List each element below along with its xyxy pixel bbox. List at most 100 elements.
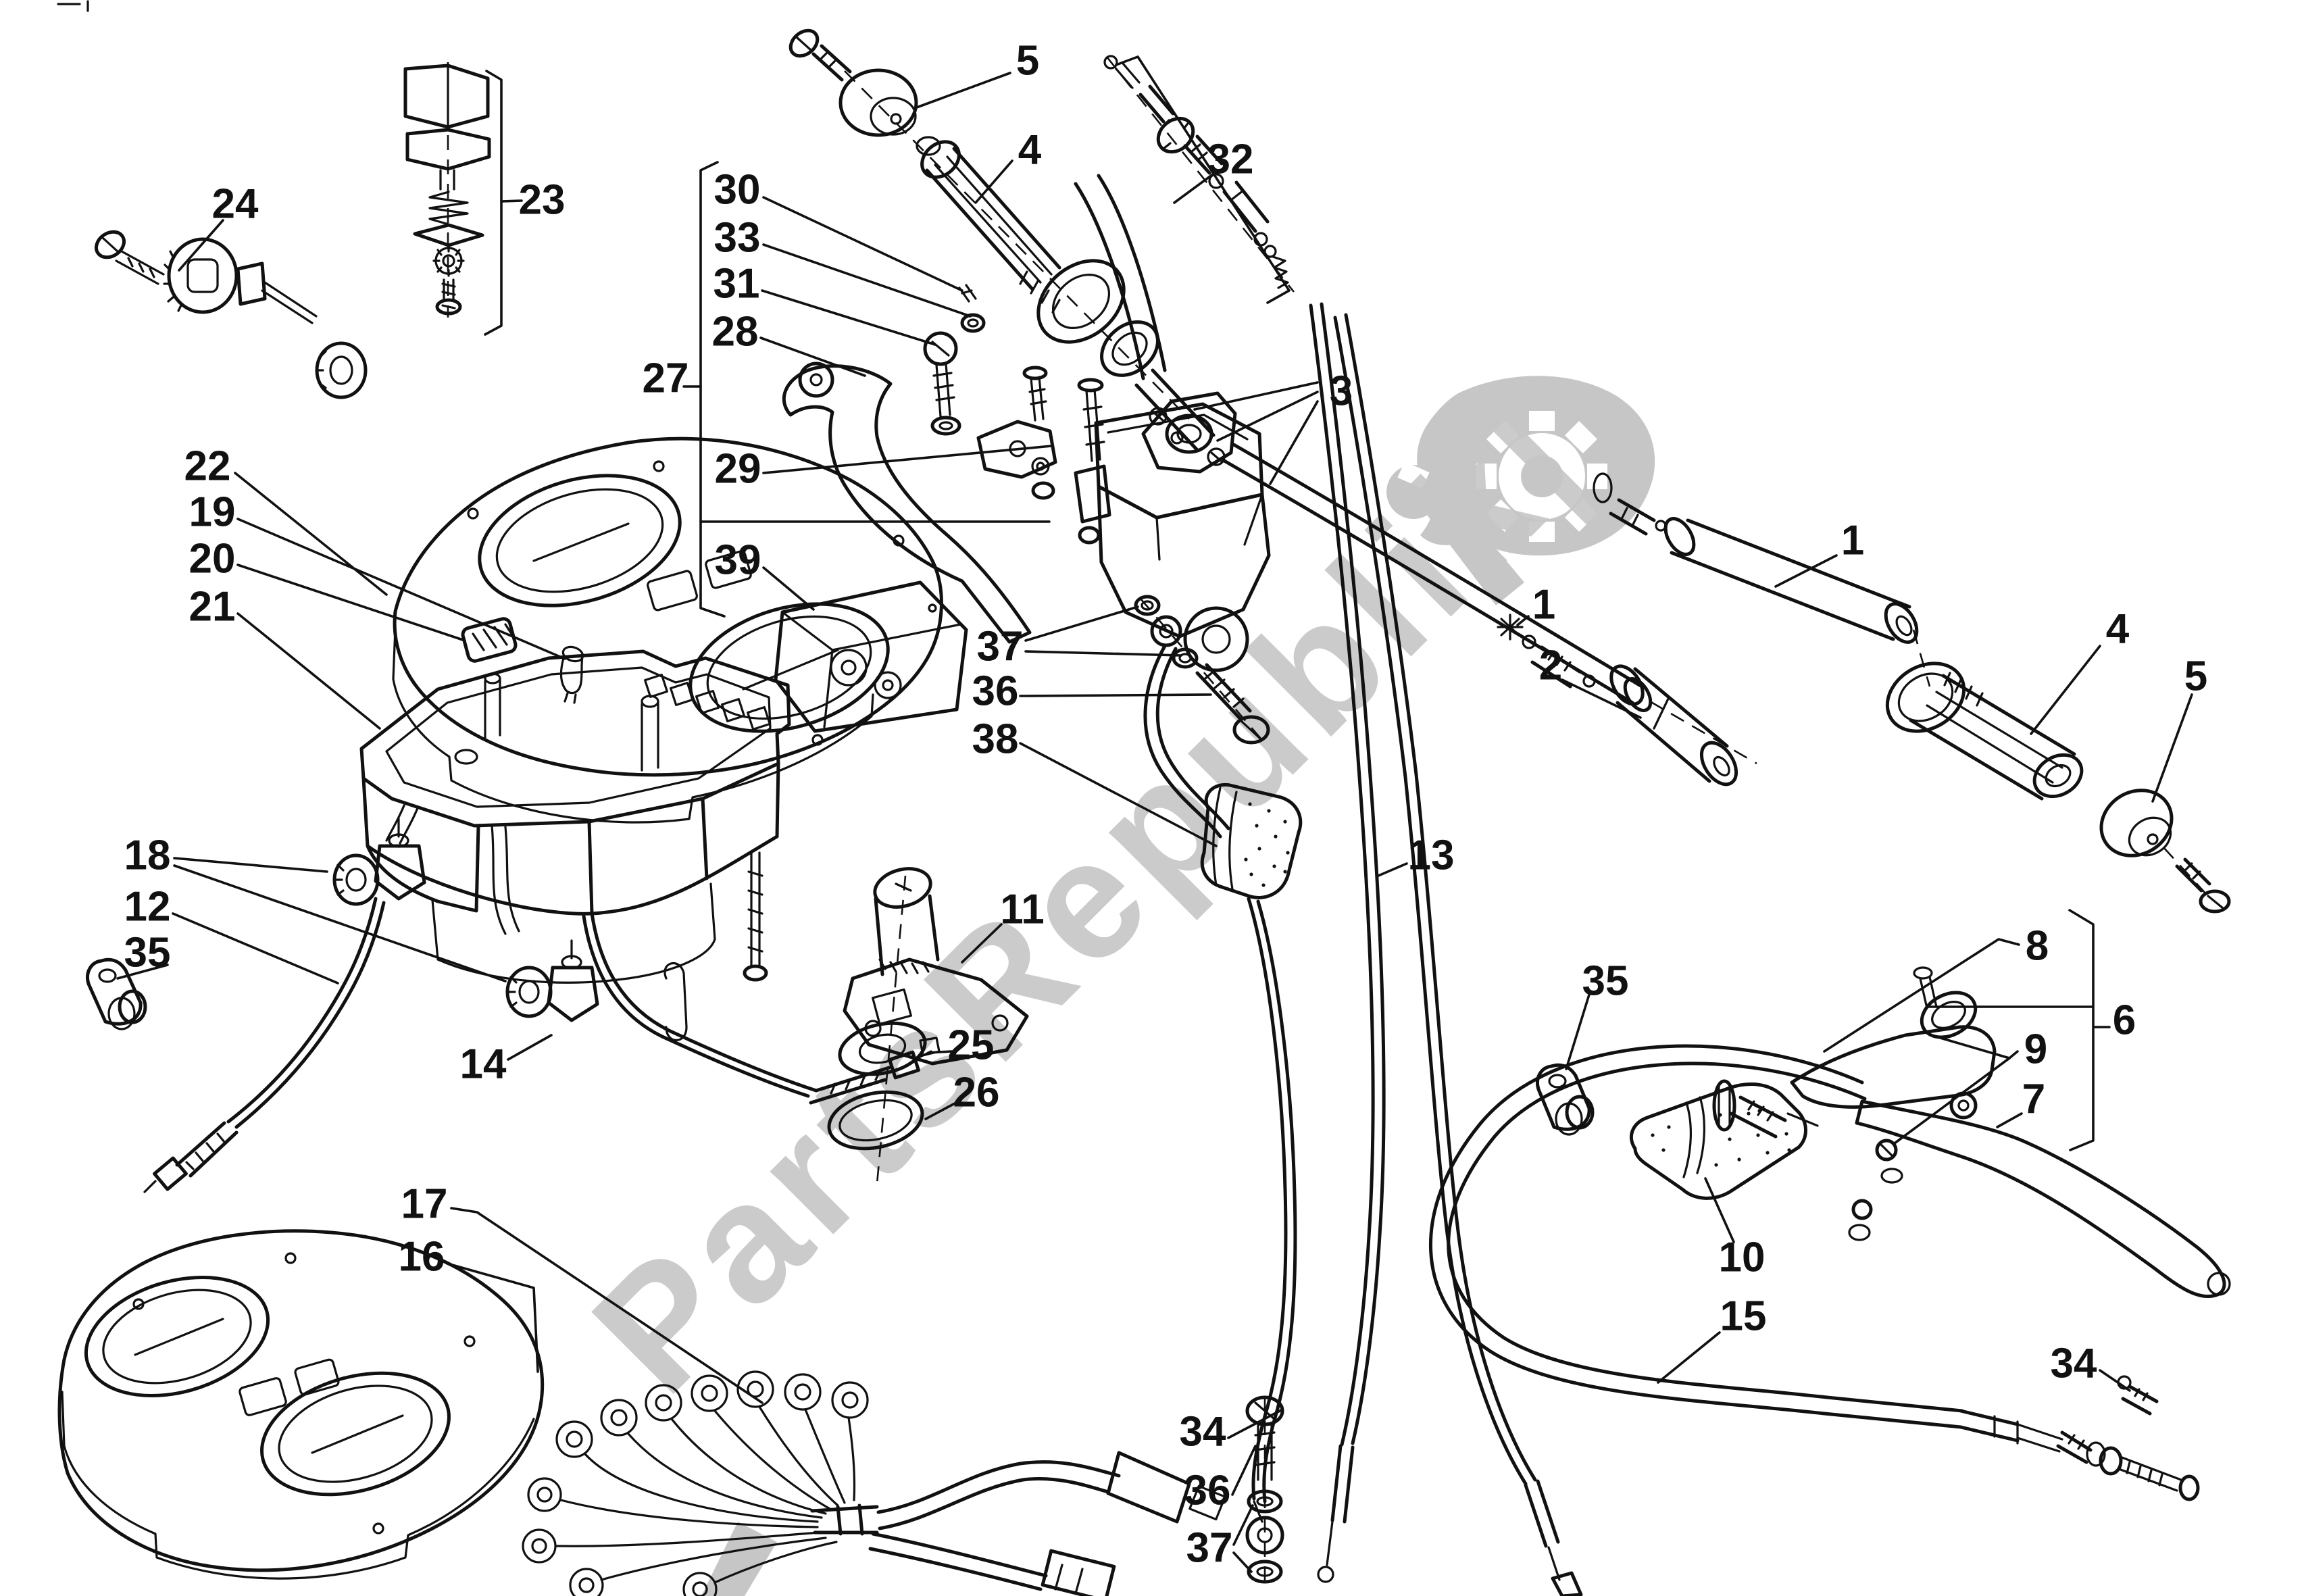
speedo-cable-12	[143, 897, 386, 1193]
callout-14: 14	[460, 1034, 553, 1088]
svg-text:1: 1	[1532, 582, 1555, 628]
svg-text:16: 16	[399, 1234, 445, 1280]
svg-text:10: 10	[1719, 1235, 1765, 1281]
svg-text:27: 27	[643, 355, 689, 402]
callout-2: 2	[1539, 643, 1642, 719]
callout-19: 19	[189, 489, 566, 660]
speedo-connector-18-lower	[505, 939, 599, 1022]
speedo-connector-18-upper	[332, 818, 426, 906]
callout-39: 39	[715, 537, 815, 611]
svg-text:15: 15	[1720, 1293, 1767, 1340]
svg-text:8: 8	[2026, 923, 2049, 970]
brake-hose-34	[1143, 644, 1297, 1523]
callout-37b: 37	[1186, 1504, 1254, 1573]
svg-text:18: 18	[124, 832, 171, 879]
rubber-pad-20	[461, 617, 518, 663]
callout-5a: 5	[913, 38, 1039, 109]
throttle-cable-32	[1103, 55, 1295, 293]
svg-text:39: 39	[715, 537, 761, 584]
watermark-logo	[701, 376, 1655, 1596]
svg-text:21: 21	[189, 584, 236, 630]
pivot-screw-31	[923, 331, 961, 436]
callout-37a: 37	[977, 605, 1182, 670]
lever-nut-33	[960, 313, 986, 333]
svg-text:26: 26	[953, 1070, 1000, 1116]
svg-text:5: 5	[2184, 653, 2207, 700]
svg-text:5: 5	[1016, 38, 1039, 84]
cable-adjuster-34-right	[2117, 1375, 2159, 1416]
callout-32: 32	[1115, 55, 1291, 304]
svg-text:7: 7	[2022, 1076, 2045, 1123]
cable-clamp-35-left	[86, 957, 147, 1030]
svg-text:35: 35	[124, 930, 171, 976]
svg-text:32: 32	[1207, 136, 1254, 183]
svg-text:13: 13	[1408, 832, 1455, 879]
callout-8: 8	[1823, 923, 2049, 1053]
grip-4-right	[1885, 662, 2084, 801]
svg-text:19: 19	[189, 489, 236, 536]
callout-23: 23	[484, 70, 566, 336]
bar-end-5-right	[2099, 789, 2231, 914]
callout-30: 30	[714, 167, 963, 292]
callout-10: 10	[1704, 1177, 1765, 1281]
callout-36a: 36	[972, 668, 1212, 715]
callout-28: 28	[712, 309, 866, 377]
svg-text:30: 30	[714, 167, 761, 214]
callout-12: 12	[124, 884, 339, 984]
callout-24: 24	[178, 181, 259, 272]
callout-29: 29	[715, 445, 1053, 493]
callout-1b: 1	[1516, 582, 1555, 628]
artwork	[57, 0, 2231, 1596]
callout-13: 13	[1377, 832, 1455, 879]
svg-text:37: 37	[1186, 1525, 1233, 1572]
perch-screws-9	[1848, 1139, 1903, 1241]
reset-knob-24	[95, 230, 368, 399]
bar-end-5-top	[788, 28, 941, 156]
svg-text:14: 14	[460, 1041, 507, 1088]
callout-33: 33	[714, 215, 972, 318]
callout-1a: 1	[1774, 518, 1864, 588]
callout-21: 21	[189, 584, 381, 730]
svg-text:35: 35	[1582, 958, 1629, 1005]
lever-bracket-clamp	[976, 366, 1057, 500]
brake-lever-28	[782, 361, 1032, 644]
svg-text:9: 9	[2024, 1026, 2047, 1073]
rubber-boot-38	[1200, 782, 1303, 899]
callout-27: 27	[643, 161, 1051, 618]
svg-text:20: 20	[189, 536, 236, 582]
corner-marks	[57, 0, 89, 12]
svg-text:31: 31	[713, 261, 760, 307]
callout-11: 11	[961, 887, 1045, 964]
callout-25: 25	[927, 1022, 995, 1069]
banjo-fitting-upper	[1134, 595, 1270, 745]
svg-text:11: 11	[1000, 887, 1045, 933]
callout-34b: 34	[2051, 1341, 2131, 1392]
callout-4a: 4	[974, 127, 1042, 204]
svg-text:29: 29	[715, 446, 761, 493]
handlebar-tube-1	[1593, 472, 1931, 687]
ignition-switch-11	[843, 867, 1029, 1184]
callout-6: 6	[1927, 909, 2136, 1151]
switch-ring-26	[827, 1090, 924, 1151]
svg-text:24: 24	[212, 181, 259, 228]
callout-7: 7	[1996, 1076, 2045, 1128]
clutch-cable-15	[1428, 1044, 2200, 1501]
callout-26: 26	[924, 1070, 1000, 1120]
lever-set-screw-30	[958, 284, 977, 303]
svg-text:2: 2	[1539, 643, 1562, 689]
svg-text:23: 23	[519, 177, 566, 224]
callout-34a: 34	[1180, 1408, 1284, 1455]
svg-text:17: 17	[401, 1181, 448, 1228]
clutch-lever-7	[1855, 1099, 2231, 1299]
gasket-kit-39	[774, 580, 968, 733]
wiring-harness-17	[522, 1370, 1226, 1596]
callout-31: 31	[713, 261, 936, 346]
svg-text:22: 22	[184, 443, 231, 490]
svg-text:38: 38	[972, 716, 1019, 763]
callout-17: 17	[401, 1181, 763, 1404]
callout-9: 9	[1893, 1026, 2047, 1145]
svg-text:25: 25	[948, 1022, 995, 1069]
